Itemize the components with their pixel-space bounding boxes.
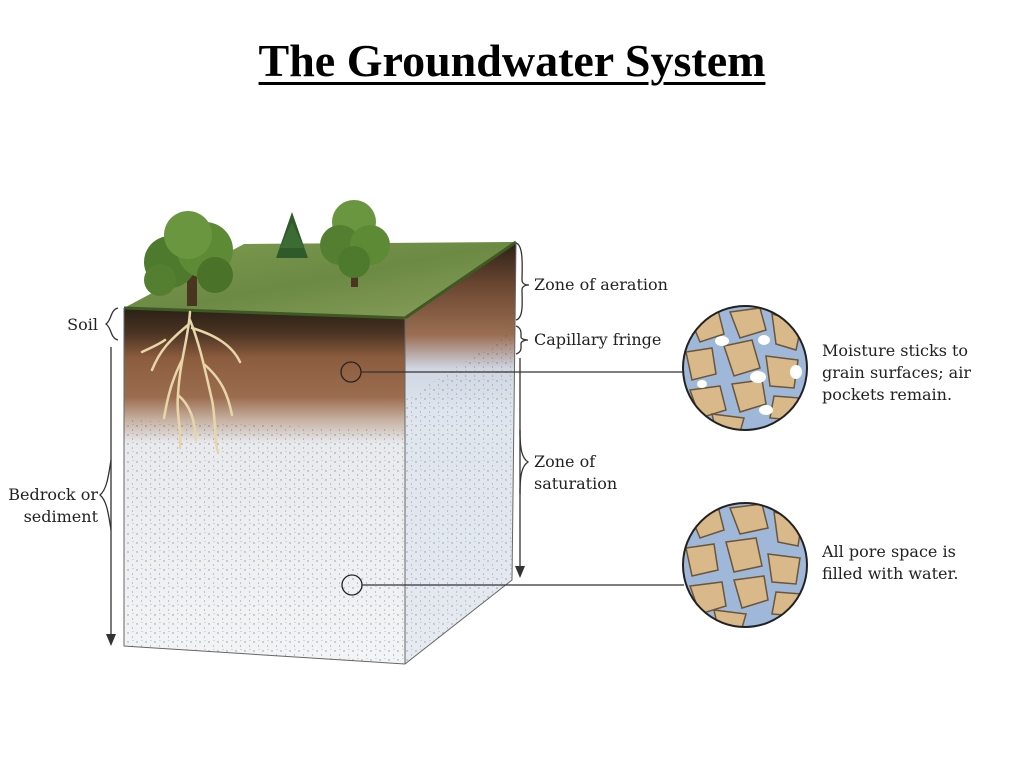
bedrock-arrow-head [106, 634, 116, 646]
bedrock-brace [98, 459, 112, 531]
label-bedrock: Bedrock or sediment [0, 484, 98, 528]
caption-air-pockets-line2: grain surfaces; air [822, 363, 971, 382]
caption-saturated-line2: filled with water. [822, 564, 959, 583]
tree-pine [276, 212, 308, 258]
label-saturation-line2: saturation [534, 474, 618, 493]
soil-brace [104, 307, 119, 341]
block-front-stipple [124, 420, 405, 664]
label-soil: Soil [67, 315, 98, 334]
block-side-stipple [405, 330, 514, 664]
caption-air-pockets: Moisture sticks to grain surfaces; air p… [822, 340, 971, 406]
label-bedrock-line2: sediment [23, 507, 98, 526]
label-capillary-fringe: Capillary fringe [534, 330, 662, 349]
tree-left [144, 211, 233, 306]
aeration-brace [515, 242, 530, 321]
magnified-view-saturated [682, 502, 808, 628]
tree-right [320, 200, 390, 287]
label-zone-of-saturation: Zone of saturation [534, 451, 617, 495]
label-zone-of-aeration: Zone of aeration [534, 275, 668, 294]
block-outline [123, 241, 517, 665]
caption-saturated: All pore space is filled with water. [822, 541, 958, 585]
slide-title: The Groundwater System [258, 35, 766, 86]
caption-air-pockets-line3: pockets remain. [822, 385, 953, 404]
caption-air-pockets-line1: Moisture sticks to [822, 341, 969, 360]
soil-block [123, 240, 517, 665]
saturation-arrow-head [515, 566, 525, 578]
label-saturation-line1: Zone of [534, 452, 596, 471]
label-bedrock-line1: Bedrock or [8, 485, 98, 504]
tree-roots [140, 310, 242, 454]
magnified-view-air-pockets [682, 305, 808, 431]
capillary-brace [515, 325, 529, 355]
caption-saturated-line1: All pore space is [822, 542, 956, 561]
saturation-brace [519, 429, 530, 495]
